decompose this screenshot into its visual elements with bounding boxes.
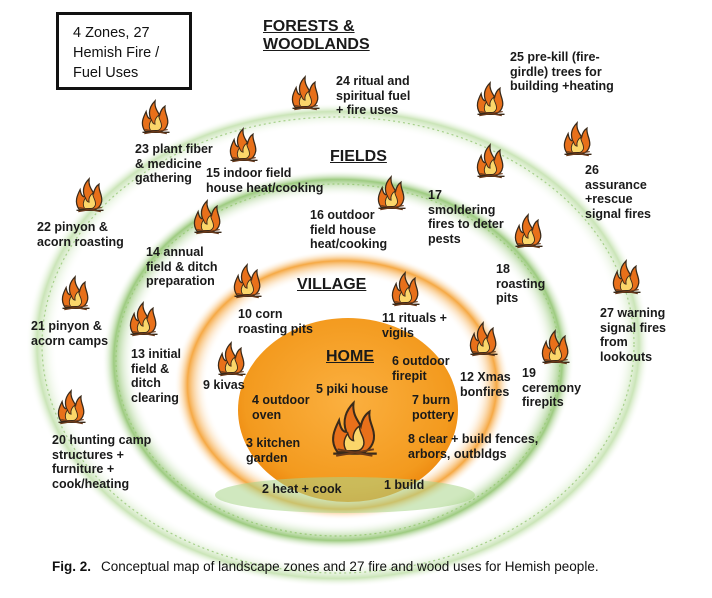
use-label-15: 15 indoor field house heat/cooking xyxy=(206,166,323,195)
fire-icon xyxy=(76,179,103,212)
caption-label: Fig. 2. xyxy=(52,559,91,574)
use-label-17: 17 smoldering fires to deter pests xyxy=(428,188,504,246)
bottom-green-glow xyxy=(215,477,475,513)
use-label-14: 14 annual field & ditch preparation xyxy=(146,245,218,289)
use-label-26: 26 assurance +rescue signal fires xyxy=(585,163,651,221)
use-label-22: 22 pinyon & acorn roasting xyxy=(37,220,124,249)
use-label-24: 24 ritual and spiritual fuel + fire uses xyxy=(336,74,410,118)
figure-caption: Fig. 2. Conceptual map of landscape zones… xyxy=(52,559,599,574)
use-label-12: 12 Xmas bonfires xyxy=(460,370,511,399)
use-label-6: 6 outdoor firepit xyxy=(392,354,450,383)
fire-icon xyxy=(477,83,504,116)
zone-label-home: HOME xyxy=(326,348,374,366)
use-label-16: 16 outdoor field house heat/cooking xyxy=(310,208,387,252)
summary-text: 4 Zones, 27 Hemish Fire / Fuel Uses xyxy=(73,23,159,83)
use-label-4: 4 outdoor oven xyxy=(252,393,310,422)
summary-box: 4 Zones, 27 Hemish Fire / Fuel Uses xyxy=(56,12,192,90)
fire-icon xyxy=(564,123,591,156)
use-label-1: 1 build xyxy=(384,478,424,493)
use-label-21: 21 pinyon & acorn camps xyxy=(31,319,108,348)
use-label-27: 27 warning signal fires from lookouts xyxy=(600,306,666,364)
use-label-2: 2 heat + cook xyxy=(262,482,342,497)
use-label-3: 3 kitchen garden xyxy=(246,436,300,465)
use-label-5: 5 piki house xyxy=(316,382,388,397)
use-label-25: 25 pre-kill (fire- girdle) trees for bui… xyxy=(510,50,614,94)
zone-label-forests: FORESTS & WOODLANDS xyxy=(263,18,370,54)
caption-text: Conceptual map of landscape zones and 27… xyxy=(101,559,599,574)
use-label-18: 18 roasting pits xyxy=(496,262,545,306)
use-label-13: 13 initial field & ditch clearing xyxy=(131,347,181,405)
zone-label-fields: FIELDS xyxy=(330,148,387,166)
zone-label-village: VILLAGE xyxy=(297,276,366,294)
use-label-10: 10 corn roasting pits xyxy=(238,307,313,336)
use-label-7: 7 burn pottery xyxy=(412,393,454,422)
use-label-23: 23 plant fiber & medicine gathering xyxy=(135,142,213,186)
fire-icon xyxy=(142,101,169,134)
use-label-20: 20 hunting camp structures + furniture +… xyxy=(52,433,151,491)
fire-icon xyxy=(292,77,319,110)
use-label-11: 11 rituals + vigils xyxy=(382,311,447,340)
use-label-9: 9 kivas xyxy=(203,378,245,393)
use-label-8: 8 clear + build fences, arbors, outbldgs xyxy=(408,432,538,461)
use-label-19: 19 ceremony firepits xyxy=(522,366,581,410)
